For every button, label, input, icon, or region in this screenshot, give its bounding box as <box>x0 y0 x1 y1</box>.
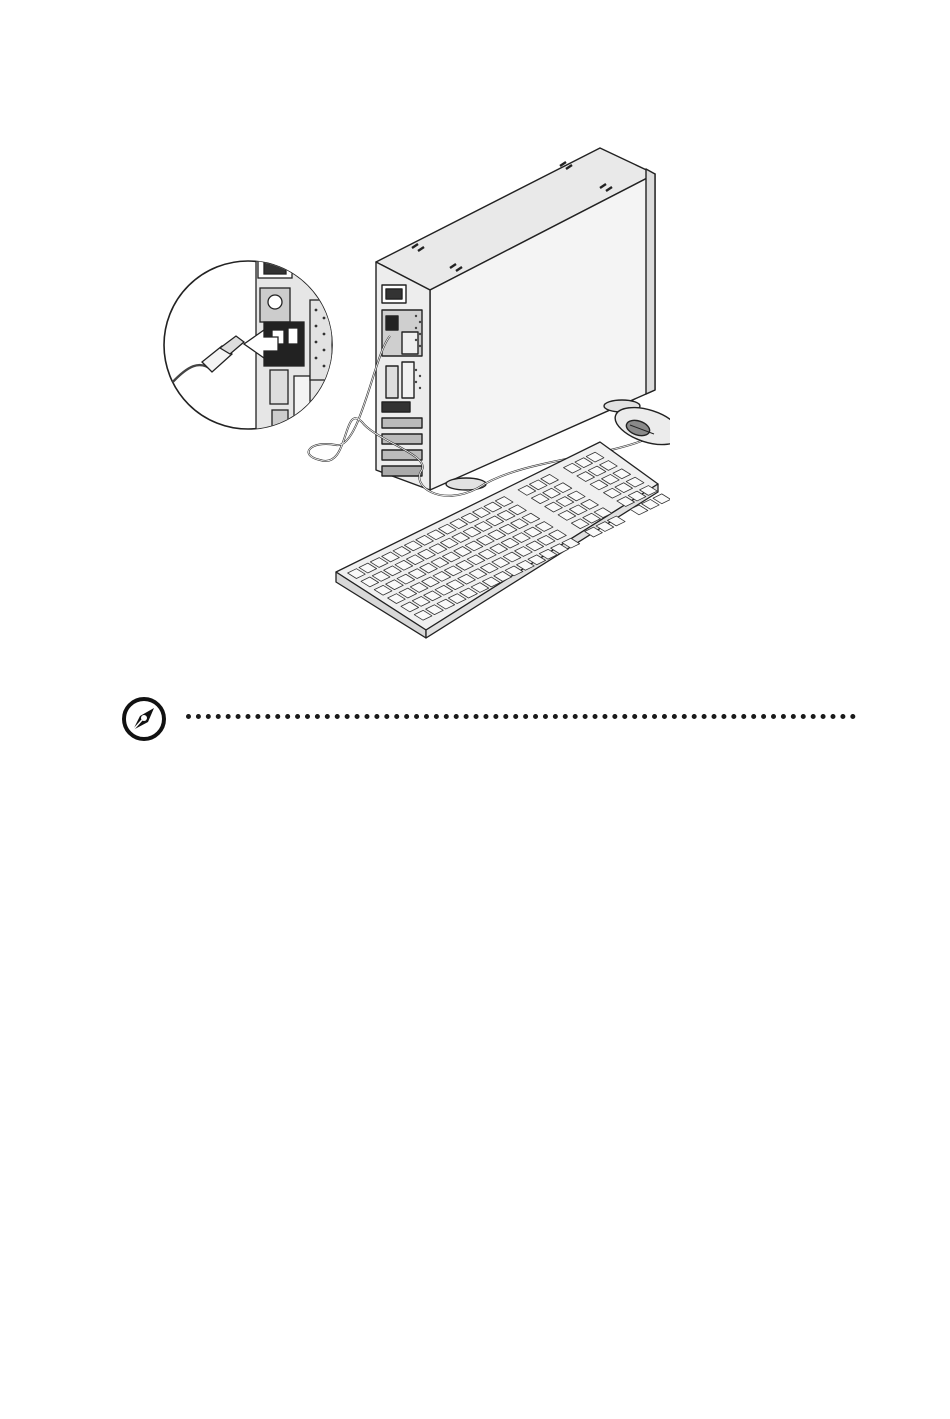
dotted-separator <box>186 714 856 719</box>
note-pen-icon <box>120 696 168 742</box>
note-section <box>120 696 860 742</box>
tower-case <box>376 148 655 490</box>
computer-connection-illustration <box>160 140 670 640</box>
usb-port-zoom-callout <box>164 250 366 450</box>
